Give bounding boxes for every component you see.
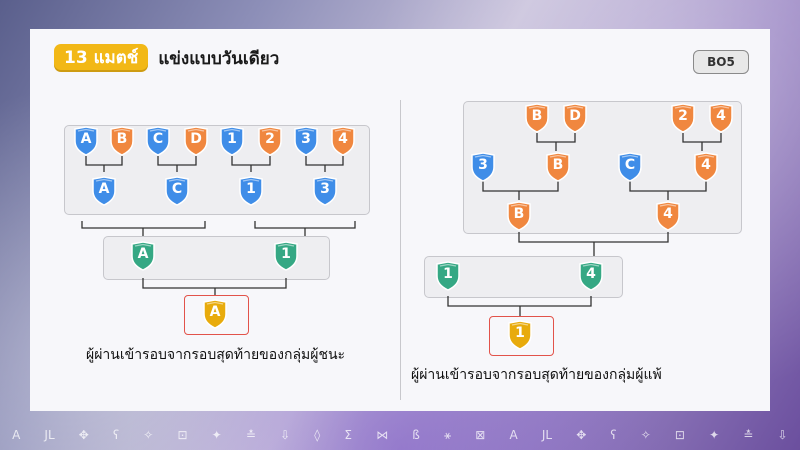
team-shield-label: 4	[586, 266, 596, 282]
team-shield-icon: D	[562, 103, 588, 133]
team-shield-label: 1	[227, 131, 237, 147]
team-shield-icon: C	[164, 176, 190, 206]
strip-glyph-icon: A	[509, 428, 518, 442]
team-shield-label: A	[80, 131, 92, 147]
team-shield-icon: 2	[670, 103, 696, 133]
team-shield-label: B	[513, 206, 525, 222]
team-shield-label: 1	[246, 181, 256, 197]
team-shield-icon: 4	[693, 152, 719, 182]
team-shield-icon: 1	[238, 176, 264, 206]
strip-glyph-icon: ≛	[245, 428, 256, 442]
strip-glyph-icon: ⋈	[376, 428, 389, 442]
team-shield-label: D	[569, 108, 581, 124]
strip-glyph-icon: JL	[541, 428, 553, 442]
team-shield-label: C	[171, 181, 183, 197]
team-shield-label: 1	[281, 246, 291, 262]
strip-glyph-icon: ✦	[709, 428, 720, 442]
team-shield-label: 1	[443, 266, 453, 282]
team-shield-icon: B	[524, 103, 550, 133]
team-shield-icon: 2	[257, 126, 283, 156]
team-shield-icon: B	[109, 126, 135, 156]
strip-glyph-icon: Σ	[344, 428, 352, 442]
team-shield-label: B	[116, 131, 128, 147]
team-shield-label: A	[98, 181, 110, 197]
team-shield-label: B	[531, 108, 543, 124]
strip-glyph-icon: ✧	[143, 428, 154, 442]
team-shield-icon: 4	[655, 201, 681, 231]
team-shield-icon: D	[183, 126, 209, 156]
team-shield-label: 2	[265, 131, 275, 147]
strip-glyph-icon: ⊡	[674, 428, 685, 442]
strip-glyph-icon: ✥	[78, 428, 89, 442]
team-shield-icon: 1	[219, 126, 245, 156]
team-shield-label: C	[624, 157, 636, 173]
team-shield-icon: 1	[435, 261, 461, 291]
team-shield-icon: 3	[312, 176, 338, 206]
bracket-divider	[400, 100, 401, 400]
decorative-glyph-strip: A JL ✥ ʕ ✧ ⊡ ✦ ≛ ⇩ ◊ Σ ⋈ ß ⚹ ⊠ A JL ✥ ʕ ✧ ⊡ ✦ ≛ ⇩	[0, 420, 800, 450]
strip-glyph-icon: ß	[412, 428, 420, 442]
strip-glyph-icon: ≛	[743, 428, 754, 442]
team-shield-icon: 4	[330, 126, 356, 156]
team-shield-icon: A	[91, 176, 117, 206]
team-shield-label: 3	[320, 181, 330, 197]
team-shield-label: 3	[478, 157, 488, 173]
team-shield-label: A	[137, 246, 149, 262]
winners-caption: ผู้ผ่านเข้ารอบจากรอบสุดท้ายของกลุ่มผู้ชน…	[86, 347, 346, 363]
strip-glyph-icon: ʕ	[610, 428, 617, 442]
team-shield-icon: C	[145, 126, 171, 156]
team-shield-icon: 4	[708, 103, 734, 133]
team-shield-icon: 1	[273, 241, 299, 271]
strip-glyph-icon: ⚹	[443, 427, 452, 442]
team-shield-label: B	[552, 157, 564, 173]
strip-glyph-icon: ⊠	[475, 428, 486, 442]
strip-glyph-icon: A	[12, 428, 21, 442]
strip-glyph-icon: ʕ	[113, 428, 120, 442]
header: 13 แมตช์ แข่งแบบวันเดียว	[54, 44, 279, 72]
strip-glyph-icon: ◊	[314, 428, 321, 442]
team-shield-label: 4	[701, 157, 711, 173]
strip-glyph-icon: ✦	[211, 428, 222, 442]
team-shield-label: 3	[301, 131, 311, 147]
team-shield-label: 1	[515, 325, 525, 341]
team-shield-icon: B	[545, 152, 571, 182]
losers-caption: ผู้ผ่านเข้ารอบจากรอบสุดท้ายของกลุ่มผู้แพ…	[411, 367, 662, 383]
strip-glyph-icon: ✧	[640, 428, 651, 442]
team-shield-label: 4	[716, 108, 726, 124]
team-shield-icon: A	[130, 241, 156, 271]
team-shield-label: D	[190, 131, 202, 147]
team-shield-icon: 1	[507, 320, 533, 350]
team-shield-label: 4	[338, 131, 348, 147]
team-shield-label: A	[209, 304, 221, 320]
team-shield-icon: A	[202, 299, 228, 329]
strip-glyph-icon: ⊡	[177, 428, 188, 442]
format-badge: BO5	[693, 50, 749, 74]
team-shield-label: 2	[678, 108, 688, 124]
team-shield-icon: 3	[470, 152, 496, 182]
team-shield-label: C	[152, 131, 164, 147]
team-shield-icon: C	[617, 152, 643, 182]
strip-glyph-icon: ⇩	[777, 428, 788, 442]
strip-glyph-icon: JL	[44, 428, 55, 442]
team-shield-label: 4	[663, 206, 673, 222]
page-title: แข่งแบบวันเดียว	[158, 48, 280, 69]
match-count-badge: 13 แมตช์	[54, 44, 149, 72]
strip-glyph-icon: ⇩	[280, 428, 291, 442]
team-shield-icon: B	[506, 201, 532, 231]
team-shield-icon: 3	[293, 126, 319, 156]
team-shield-icon: A	[73, 126, 99, 156]
team-shield-icon: 4	[578, 261, 604, 291]
strip-glyph-icon: ✥	[576, 428, 587, 442]
